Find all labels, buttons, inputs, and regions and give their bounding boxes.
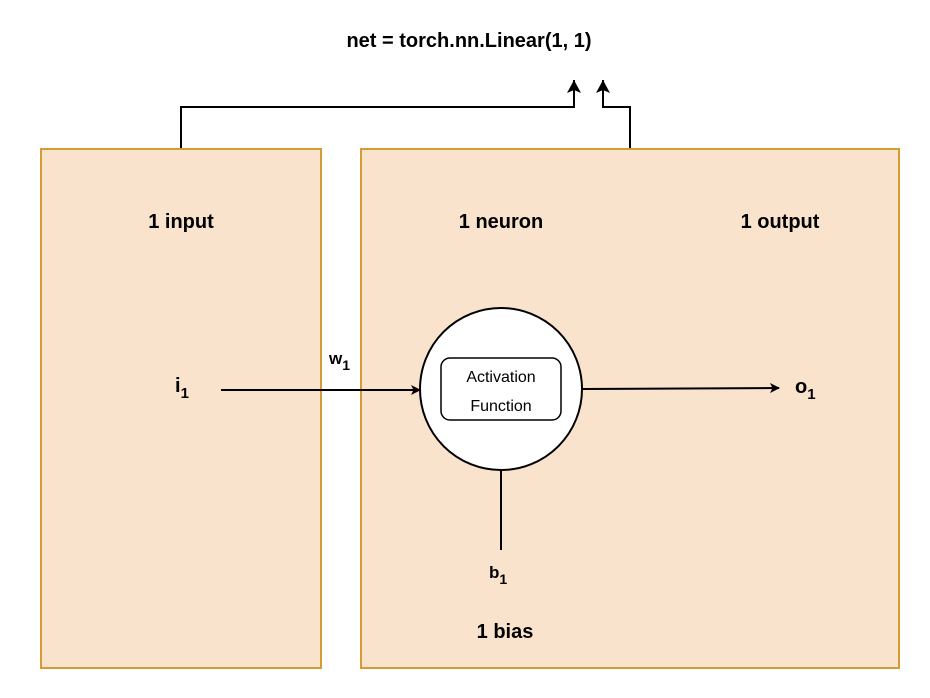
diagram-title: net = torch.nn.Linear(1, 1) bbox=[346, 30, 591, 52]
neuron-panel-label: 1 neuron bbox=[459, 211, 543, 233]
weight-label: w1 bbox=[328, 349, 350, 373]
weight-base: w bbox=[328, 349, 343, 368]
output-node-subscript: 1 bbox=[807, 386, 815, 403]
input-panel bbox=[40, 148, 322, 669]
neuron-to-title-connector bbox=[596, 80, 631, 149]
input-node-label: i1 bbox=[175, 375, 189, 402]
neuron-to-output-edge bbox=[581, 383, 780, 394]
output-panel-label: 1 output bbox=[741, 211, 820, 233]
activation-function-box bbox=[440, 357, 562, 421]
input-panel-label: 1 input bbox=[148, 211, 214, 233]
input-node-subscript: 1 bbox=[181, 385, 189, 402]
output-node-label: o1 bbox=[795, 376, 816, 403]
weight-subscript: 1 bbox=[342, 357, 350, 373]
input-to-title-connector bbox=[180, 80, 581, 149]
bias-panel-label: 1 bias bbox=[477, 621, 534, 643]
bias-node-label: b1 bbox=[489, 563, 507, 587]
input-node-base: i bbox=[175, 375, 181, 397]
output-node-base: o bbox=[795, 376, 807, 398]
activation-function-line2: Function bbox=[470, 398, 531, 415]
bias-node-subscript: 1 bbox=[499, 571, 507, 587]
activation-function-line1: Activation bbox=[466, 369, 535, 386]
bias-node-base: b bbox=[489, 563, 499, 582]
